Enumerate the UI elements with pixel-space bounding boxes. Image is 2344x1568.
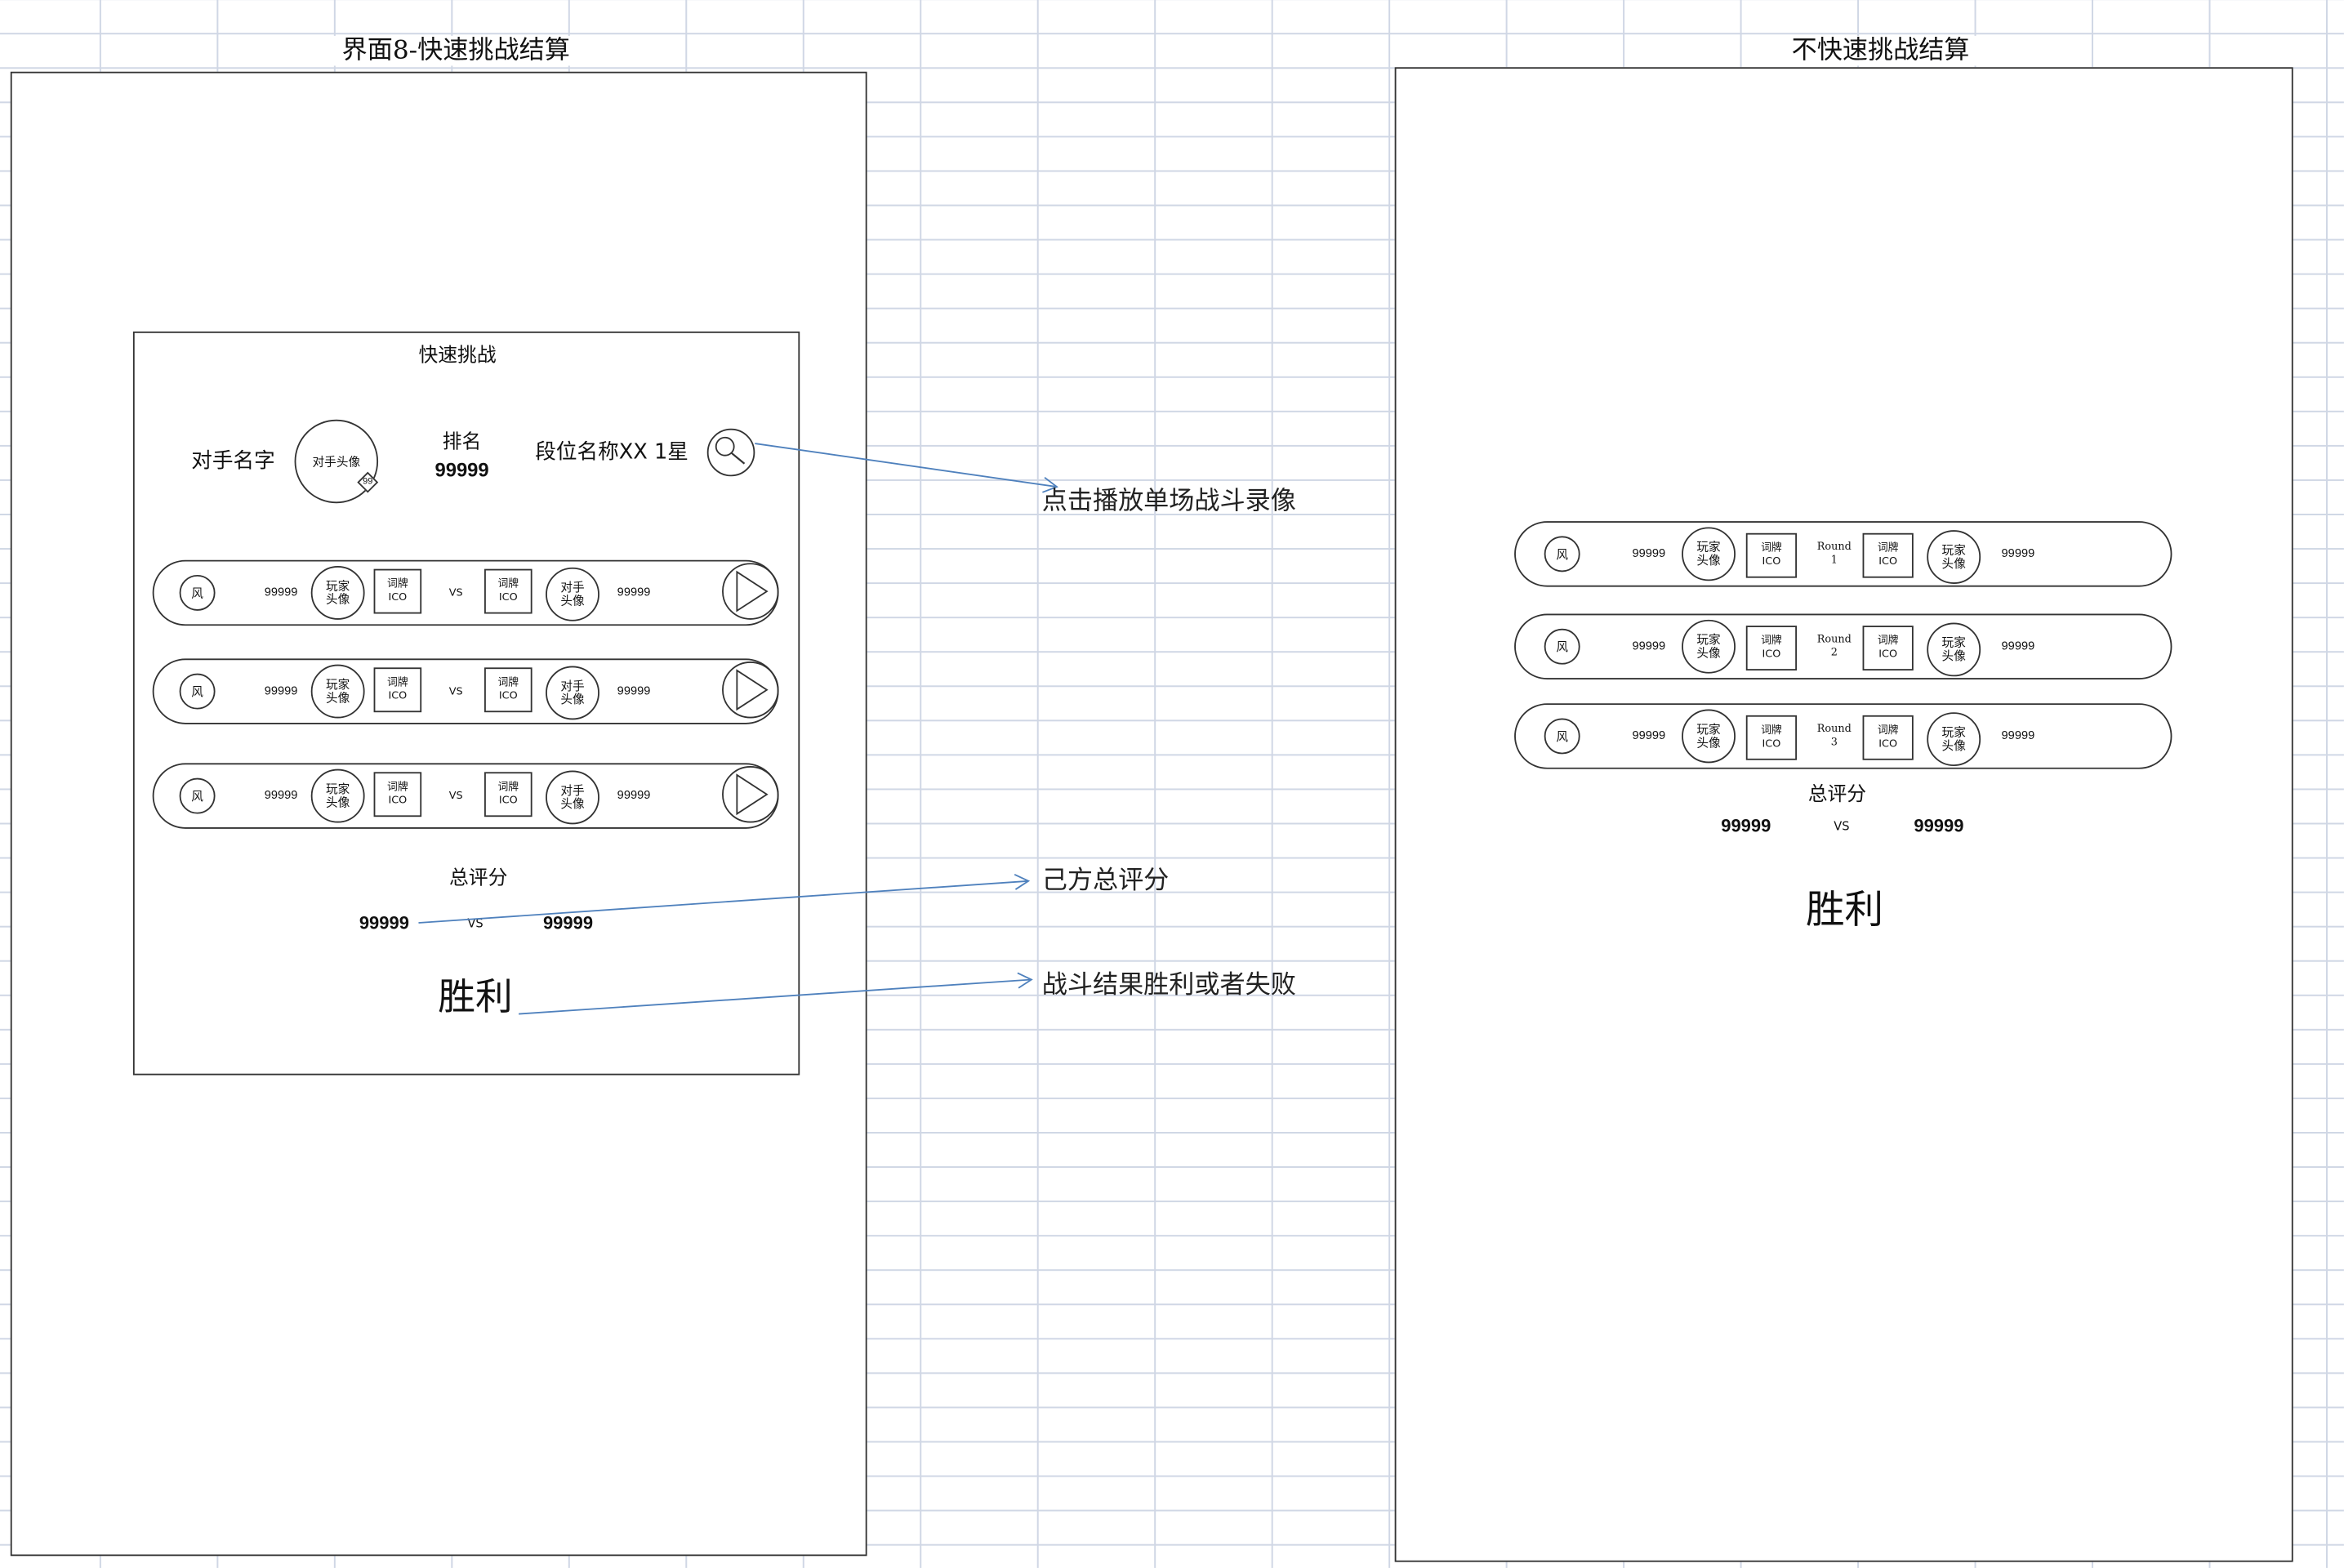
round-label: Round 3 — [1816, 722, 1852, 749]
opponent-avatar: 玩家 头像 — [1927, 712, 1981, 767]
vs-label: VS — [448, 586, 463, 599]
opponent-level-badge: 99 — [357, 471, 379, 493]
play-replay-button[interactable] — [722, 766, 779, 823]
opponent-score: 99999 — [2001, 639, 2035, 653]
vs-label: VS — [448, 685, 463, 697]
play-icon — [736, 773, 769, 816]
player-avatar: 玩家 头像 — [1682, 709, 1736, 764]
player-card-icon: 词牌 ICO — [1745, 532, 1798, 578]
player-total-score: 99999 — [359, 912, 409, 933]
play-replay-button[interactable] — [722, 563, 779, 620]
opponent-avatar: 玩家 头像 — [1927, 530, 1981, 584]
battle-result: 胜利 — [1805, 888, 1884, 933]
player-total-score: 99999 — [1721, 815, 1771, 836]
opponent-card-icon: 词牌 ICO — [1862, 532, 1914, 578]
badge-level: 99 — [363, 478, 373, 488]
player-avatar: 玩家 头像 — [1682, 619, 1736, 674]
player-card-icon: 词牌 ICO — [373, 772, 422, 817]
opponent-card-icon: 词牌 ICO — [1862, 715, 1914, 760]
element-badge: 风 — [179, 673, 216, 710]
tier-name: 段位名称XX 1星 — [535, 440, 688, 465]
round-label: Round 1 — [1816, 540, 1852, 567]
opponent-card-icon: 词牌 ICO — [484, 568, 533, 614]
opponent-score: 99999 — [617, 684, 651, 697]
total-score-label: 总评分 — [448, 867, 508, 890]
left-sheet-title: 界面8-快速挑战结算 — [328, 35, 583, 66]
opponent-score: 99999 — [2001, 546, 2035, 560]
player-score: 99999 — [264, 788, 298, 802]
opponent-card-icon: 词牌 ICO — [484, 667, 533, 713]
round-row: 风 99999 玩家 头像 词牌 ICO VS 词牌 ICO 对手 头像 999… — [152, 559, 779, 626]
self-total-note: 己方总评分 — [1041, 866, 1170, 897]
battle-result: 胜利 — [438, 975, 513, 1019]
player-card-icon: 词牌 ICO — [373, 667, 422, 713]
round-row: 风 99999 玩家 头像 词牌 ICO Round 1 词牌 ICO 玩家 头… — [1514, 521, 2172, 587]
vs-label: VS — [448, 790, 463, 802]
opponent-avatar: 玩家 头像 — [1927, 622, 1981, 677]
opponent-score: 99999 — [617, 585, 651, 599]
round-row: 风 99999 玩家 头像 词牌 ICO VS 词牌 ICO 对手 头像 999… — [152, 658, 779, 724]
player-score: 99999 — [1632, 546, 1666, 560]
play-icon — [736, 570, 769, 612]
round-row: 风 99999 玩家 头像 词牌 ICO VS 词牌 ICO 对手 头像 999… — [152, 763, 779, 829]
round-label: Round 2 — [1816, 633, 1852, 659]
player-score: 99999 — [1632, 728, 1666, 742]
player-avatar: 玩家 头像 — [1682, 527, 1736, 581]
replay-note: 点击播放单场战斗录像 — [1041, 487, 1296, 517]
dialog-title: 快速挑战 — [418, 345, 497, 368]
player-score: 99999 — [264, 585, 298, 599]
replay-search-button[interactable] — [706, 428, 755, 477]
total-vs-label: VS — [467, 916, 484, 931]
element-badge: 风 — [1544, 628, 1580, 665]
opponent-avatar: 对手 头像 — [546, 666, 599, 720]
opponent-total-score: 99999 — [542, 912, 594, 933]
opponent-total-score: 99999 — [1914, 815, 1964, 836]
player-card-icon: 词牌 ICO — [373, 568, 422, 614]
player-score: 99999 — [1632, 639, 1666, 653]
player-card-icon: 词牌 ICO — [1745, 715, 1798, 760]
result-note: 战斗结果胜利或者失败 — [1041, 970, 1296, 1001]
opponent-score: 99999 — [617, 788, 651, 802]
opponent-avatar: 对手 头像 — [546, 770, 599, 825]
play-replay-button[interactable] — [722, 662, 779, 719]
opponent-name: 对手名字 — [191, 449, 275, 474]
right-screen-frame — [1394, 67, 2293, 1562]
play-icon — [736, 669, 769, 711]
element-badge: 风 — [1544, 536, 1580, 572]
player-score: 99999 — [264, 684, 298, 697]
opponent-avatar: 对手 头像 — [546, 567, 599, 621]
player-card-icon: 词牌 ICO — [1745, 626, 1798, 670]
player-avatar: 玩家 头像 — [310, 768, 365, 823]
element-badge: 风 — [179, 574, 216, 611]
element-badge: 风 — [1544, 718, 1580, 755]
opponent-score: 99999 — [2001, 728, 2035, 742]
round-row: 风 99999 玩家 头像 词牌 ICO Round 3 词牌 ICO 玩家 头… — [1514, 703, 2172, 769]
total-score-label: 总评分 — [1807, 783, 1867, 807]
rank-value: 99999 — [434, 458, 489, 481]
element-badge: 风 — [179, 777, 216, 814]
player-avatar: 玩家 头像 — [310, 664, 365, 719]
round-row: 风 99999 玩家 头像 词牌 ICO Round 2 词牌 ICO 玩家 头… — [1514, 613, 2172, 679]
magnifier-icon — [715, 436, 746, 465]
player-avatar: 玩家 头像 — [310, 566, 365, 620]
total-vs-label: VS — [1834, 819, 1850, 834]
opponent-card-icon: 词牌 ICO — [1862, 626, 1914, 670]
right-sheet-title: 不快速挑战结算 — [1776, 35, 1985, 66]
opponent-card-icon: 词牌 ICO — [484, 772, 533, 817]
rank-label: 排名 — [442, 431, 482, 454]
